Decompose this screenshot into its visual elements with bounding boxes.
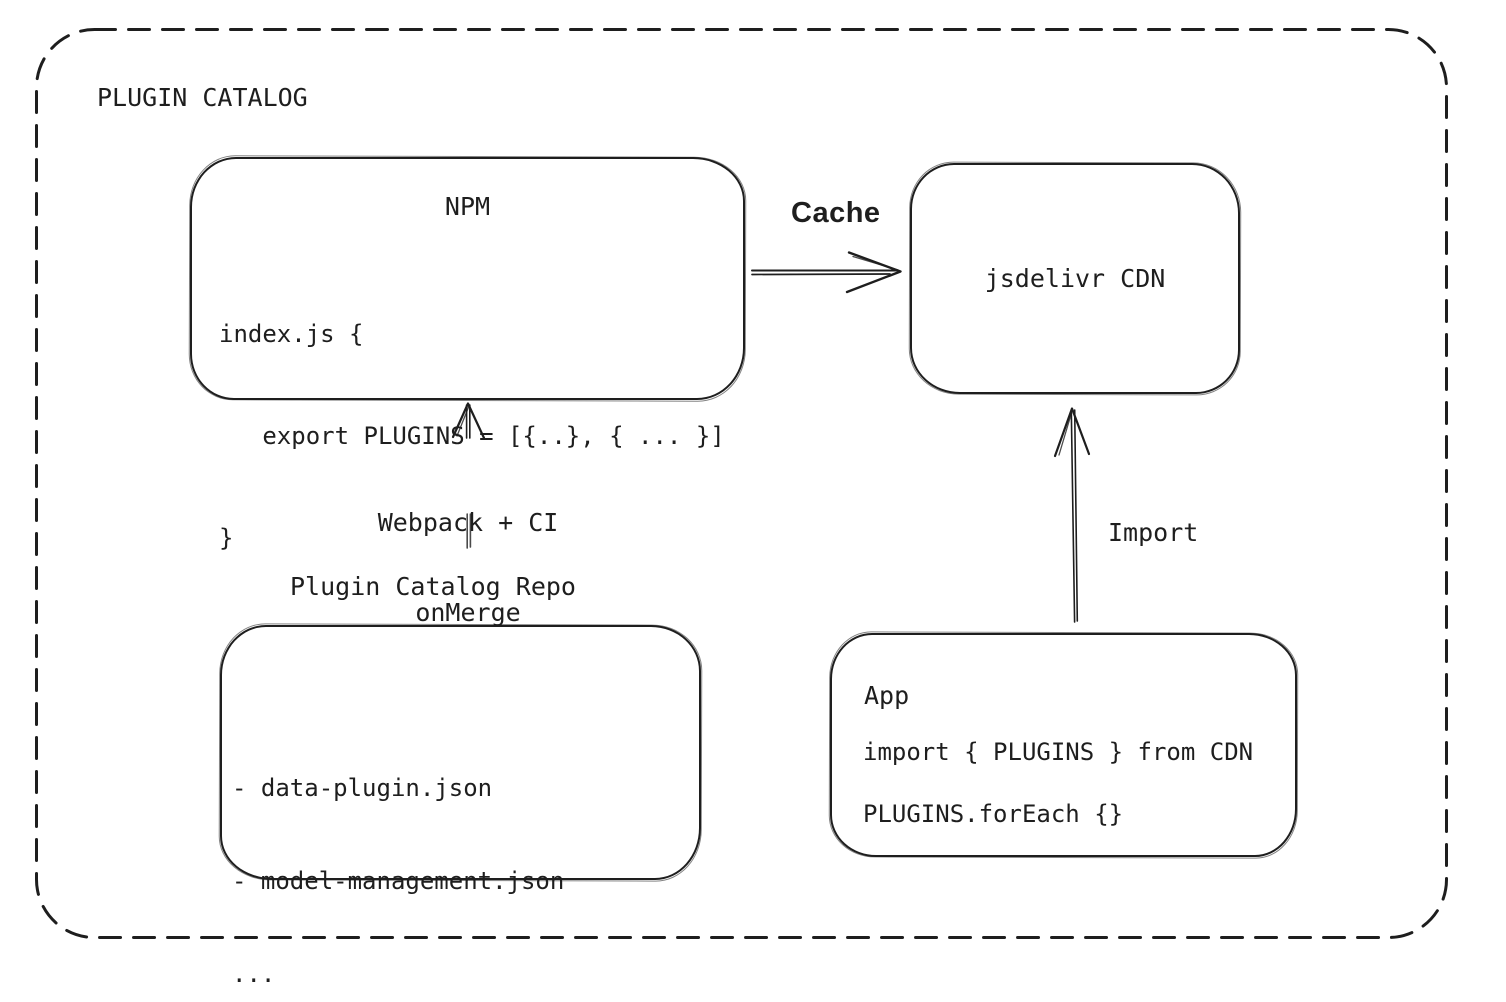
build-edge-label-line2: onMerge (415, 598, 521, 627)
build-edge-label-line1: Webpack + CI (377, 508, 559, 537)
npm-code-block: index.js { export PLUGINS = [{..}, { ...… (192, 249, 743, 623)
code-line: index.js { (219, 320, 364, 348)
cdn-node: jsdelivr CDN (910, 163, 1240, 394)
repo-node: - data-plugin.json - model-management.js… (220, 625, 701, 988)
cache-edge-label: Cache (791, 197, 881, 229)
code-line: PLUGINS.forEach {} (863, 800, 1124, 828)
npm-node: NPM index.js { export PLUGINS = [{..}, {… (190, 157, 745, 552)
repo-file-item: - model-management.json (232, 867, 565, 895)
import-arrow (1053, 407, 1091, 623)
npm-node-title: NPM (444, 192, 491, 221)
build-edge-label: Webpack + CI onMerge (318, 448, 618, 688)
repo-node-caption: Plugin Catalog Repo (290, 572, 576, 601)
code-line: } (219, 524, 234, 552)
cache-arrow (751, 251, 902, 294)
repo-file-list: - data-plugin.json - model-management.js… (222, 711, 699, 1002)
diagram-title: PLUGIN CATALOG (97, 83, 308, 112)
cdn-node-label: jsdelivr CDN (984, 264, 1166, 293)
repo-file-item: - data-plugin.json (232, 774, 493, 802)
code-line: import { PLUGINS } from CDN (863, 738, 1254, 766)
app-node-title: App (864, 681, 910, 710)
code-line: export PLUGINS = [{..}, { ... }] (219, 422, 725, 450)
repo-file-item: ... (232, 960, 276, 988)
import-edge-label: Import (1108, 518, 1199, 547)
app-node: App import { PLUGINS } from CDN PLUGINS.… (830, 633, 1297, 857)
